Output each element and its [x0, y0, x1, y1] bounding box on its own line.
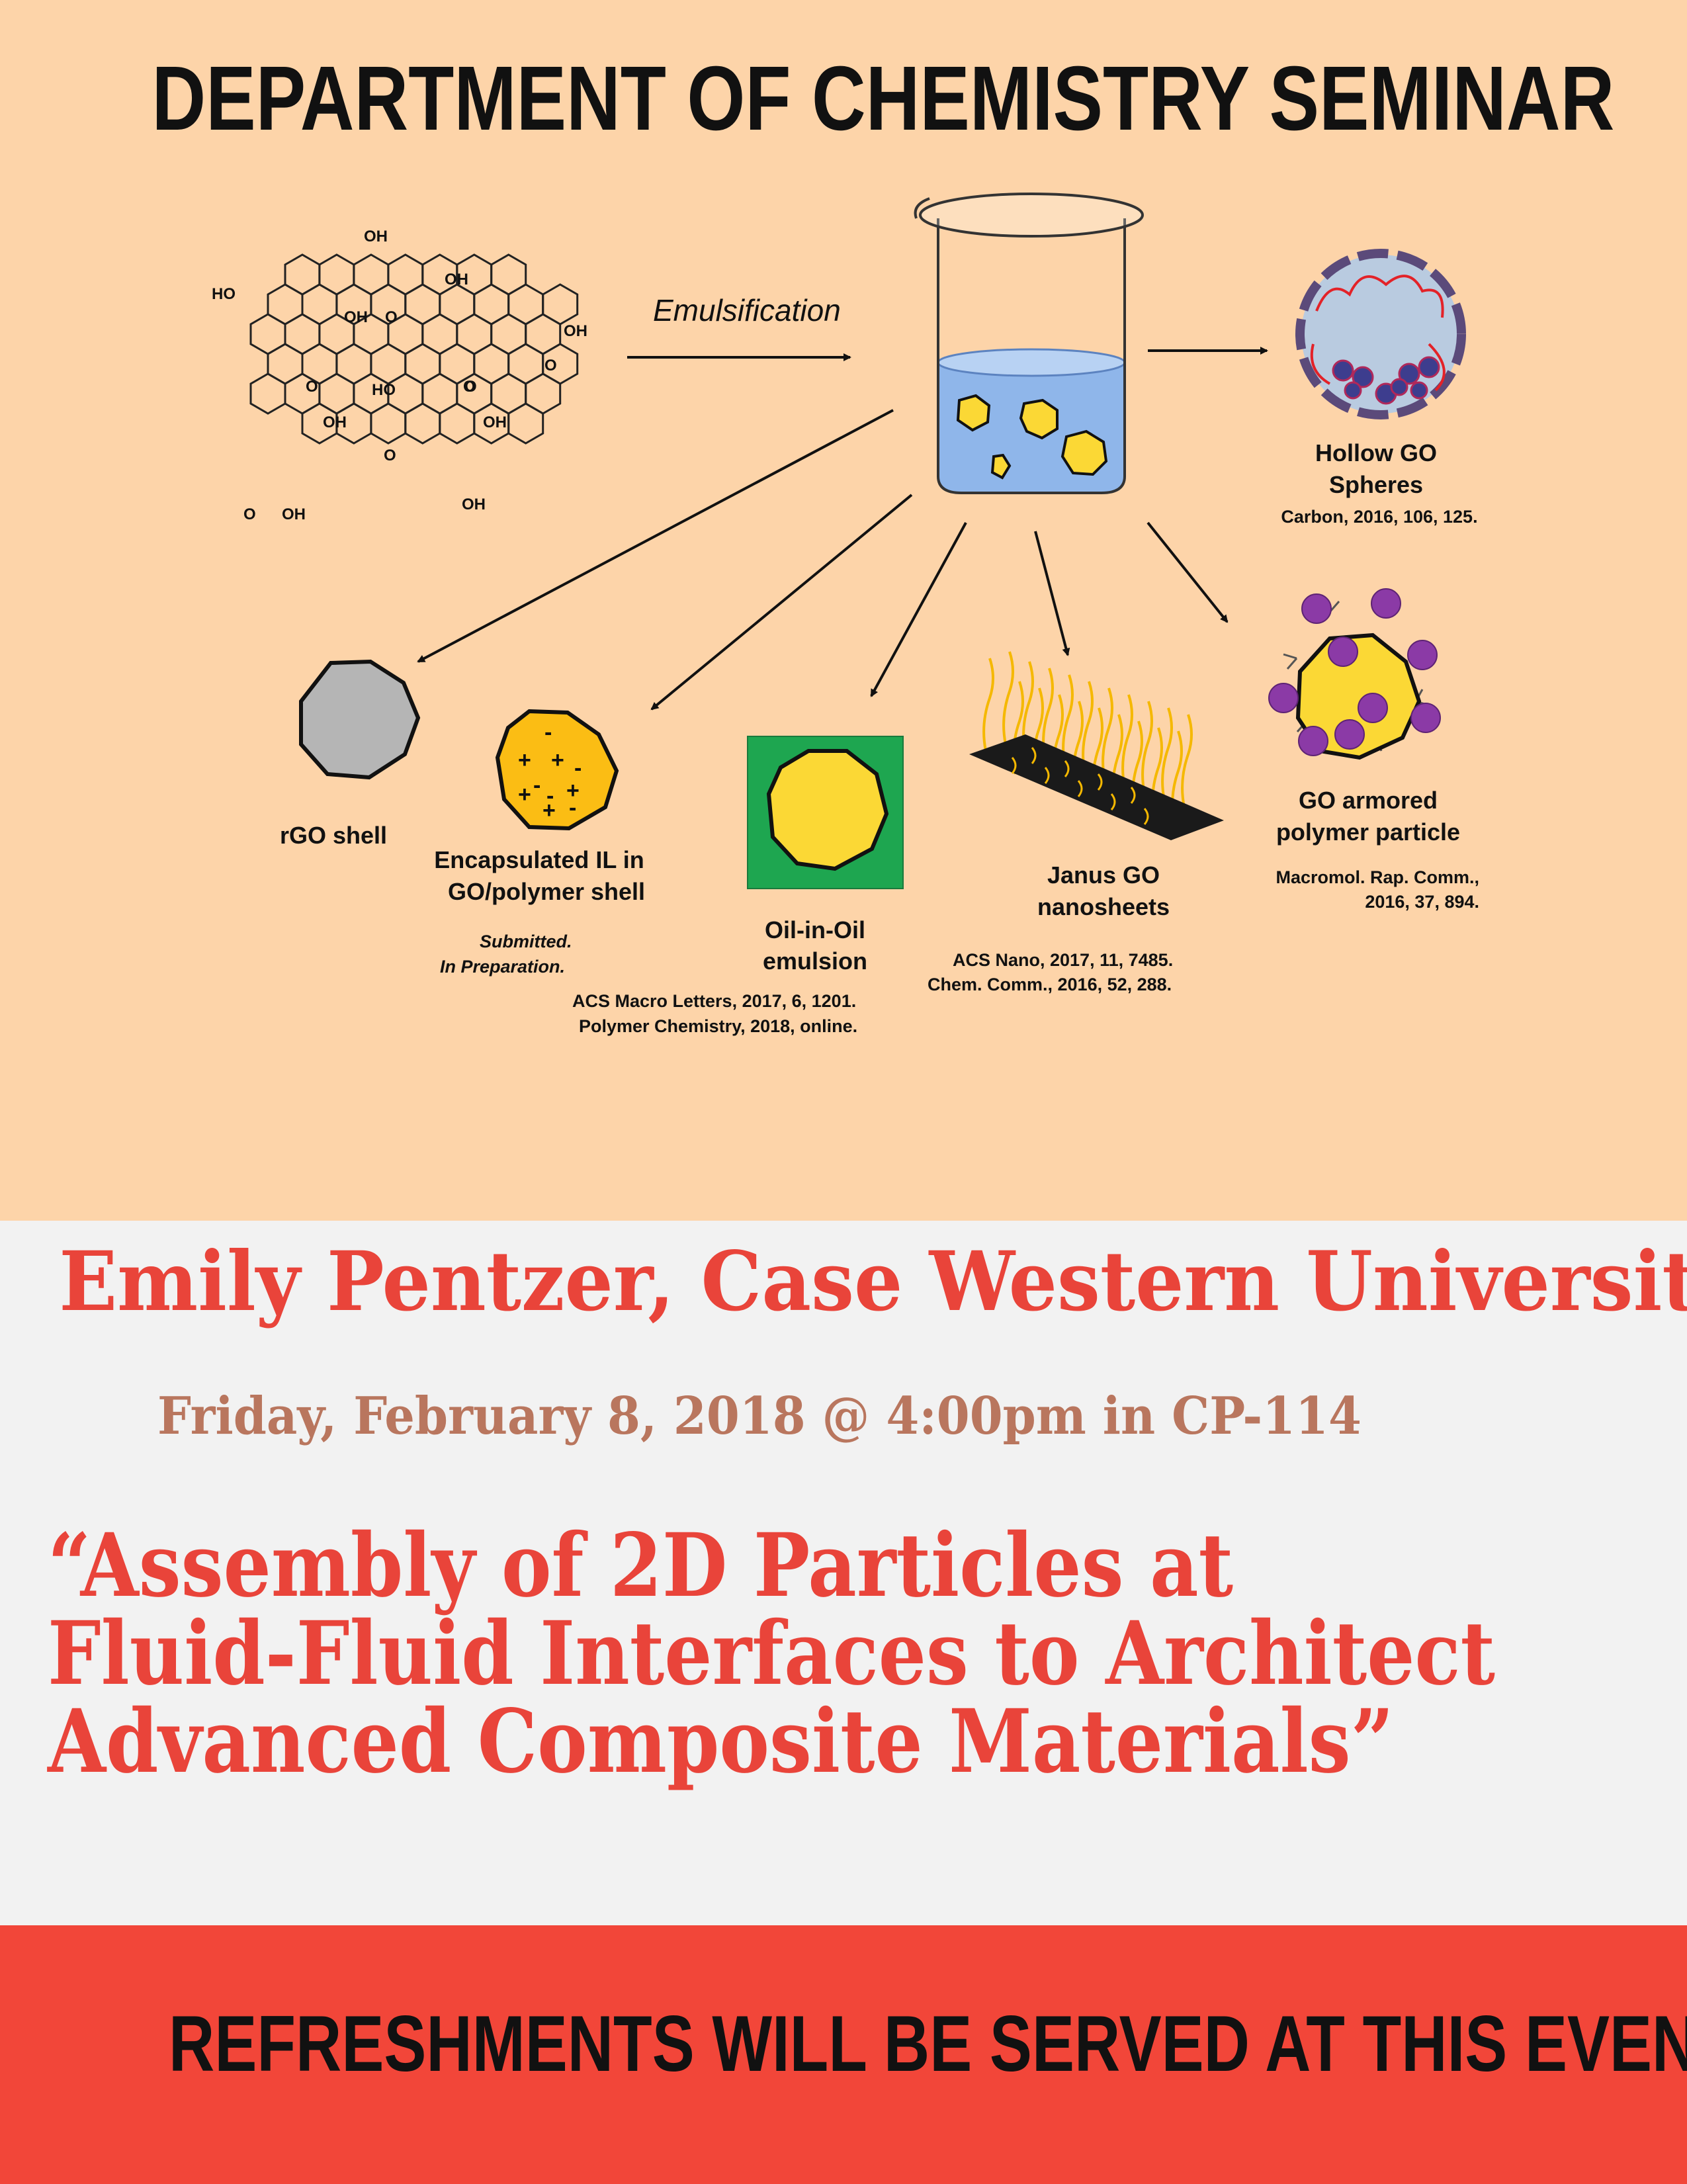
janus-go-reference: ACS Nano, 2017, 11, 7485. Chem. Comm., 2… [928, 950, 1173, 994]
group-label: O [464, 378, 477, 396]
arrow-to-armored-particle [1146, 521, 1229, 623]
footer-panel [0, 1925, 1687, 2184]
product-label-line: Spheres [1329, 471, 1423, 498]
group-label: OH [344, 308, 368, 326]
molecule-group-labels: OH HO OH OH O OH O O O HO O OH OH O OH O… [212, 228, 587, 523]
encapsulated-il-label: Encapsulated IL in GO/polymer shell [434, 846, 645, 905]
product-label-line: nanosheets [1037, 893, 1170, 920]
reference-line: ACS Nano, 2017, 11, 7485. [953, 950, 1173, 970]
oil-in-oil-reference: ACS Macro Letters, 2017, 6, 1201. Polyme… [572, 991, 857, 1036]
rgo-shell-icon [299, 659, 421, 780]
ion-sign: - [546, 783, 554, 808]
group-label: OH [445, 271, 468, 288]
encapsulated-il-reference: Submitted. In Preparation. [440, 932, 572, 977]
group-label: O [243, 505, 256, 523]
ion-sign: + [518, 748, 531, 773]
arrow-to-janus-go [1034, 531, 1070, 656]
go-armored-label: GO armored polymer particle [1276, 787, 1460, 846]
janus-go-label: Janus GO nanosheets [1037, 861, 1170, 920]
group-label: OH [323, 414, 347, 431]
group-label: OH [364, 228, 388, 245]
group-label: O [463, 378, 476, 396]
hollow-go-sphere-icon [1295, 249, 1466, 419]
product-label-line: GO armored [1299, 787, 1438, 814]
arrow-to-oil-in-oil [870, 522, 967, 697]
top-panel [0, 0, 1687, 1221]
ion-sign: - [574, 756, 582, 781]
refreshments-notice: REFRESHMENTS WILL BE SERVED AT THIS EVEN… [169, 1999, 1687, 2088]
ion-sign: - [569, 795, 576, 820]
product-label-line: emulsion [763, 947, 867, 975]
ion-sign: + [551, 748, 564, 773]
hexagon-ring [439, 402, 476, 445]
hollow-go-reference: Carbon, 2016, 106, 125. [1281, 507, 1477, 527]
hexagon-ring [370, 402, 407, 445]
group-label: O [384, 447, 396, 464]
event-date-location: Friday, February 8, 2018 @ 4:00pm in CP-… [157, 1386, 1362, 1446]
speaker-name: Emily Pentzer, Case Western University [59, 1234, 1687, 1330]
ion-sign: + [518, 782, 531, 807]
beaker-icon [914, 193, 1144, 494]
arrow-to-encapsulated-il [650, 494, 913, 711]
talk-title-line: Fluid-Fluid Interfaces to Architect [48, 1602, 1495, 1705]
talk-title-line: “Assembly of 2D Particles at [48, 1514, 1234, 1617]
reference-line: Macromol. Rap. Comm., [1276, 867, 1479, 887]
go-armored-particle-icon [1268, 588, 1441, 760]
janus-go-nanosheet-icon [969, 651, 1224, 840]
reference-line: ACS Macro Letters, 2017, 6, 1201. [572, 991, 856, 1011]
ion-sign: - [544, 720, 552, 745]
graphene-oxide-structure [249, 253, 579, 445]
oil-in-oil-icon [747, 736, 904, 889]
ion-sign: - [533, 773, 541, 798]
reference-line: 2016, 37, 894. [1365, 892, 1479, 912]
group-label: OH [282, 505, 306, 523]
reference-line: Chem. Comm., 2016, 52, 288. [928, 975, 1172, 994]
group-label: OH [564, 322, 587, 340]
product-arrows [417, 347, 1268, 711]
page-title: DEPARTMENT OF CHEMISTRY SEMINAR [151, 48, 1615, 150]
hexagon-ring [404, 402, 441, 445]
group-label: HO [212, 285, 236, 303]
group-label: HO [372, 381, 396, 399]
emulsification-diagram: OH HO OH OH O OH O O O HO O OH OH O OH O… [212, 193, 1479, 1036]
group-label: OH [483, 414, 507, 431]
group-label: O [306, 378, 318, 396]
hexagon-ring [249, 372, 286, 415]
encapsulated-il-icon: - + + - + - - + + - [495, 709, 619, 831]
oil-in-oil-label: Oil-in-Oil emulsion [763, 916, 867, 975]
group-label: O [385, 308, 398, 326]
ion-sign: + [566, 778, 580, 803]
emulsification-label: Emulsification [653, 293, 841, 328]
product-label-line: Janus GO [1047, 861, 1160, 889]
product-label-line: Oil-in-Oil [765, 916, 865, 943]
middle-panel [0, 1221, 1687, 1925]
arrow-to-rgo-shell [417, 409, 894, 663]
product-label-line: Encapsulated IL in [434, 846, 644, 873]
reference-line: Polymer Chemistry, 2018, online. [579, 1016, 857, 1036]
reference-line: In Preparation. [440, 957, 565, 977]
ion-sign: + [542, 798, 556, 823]
group-label: OH [462, 496, 486, 513]
talk-title: “Assembly of 2D Particles at Fluid-Fluid… [48, 1522, 1495, 1786]
group-label: O [544, 357, 557, 374]
rgo-shell-label: rGO shell [280, 822, 387, 849]
hexagon-ring [507, 402, 544, 445]
hollow-go-label: Hollow GO Spheres [1315, 439, 1437, 498]
product-label-line: polymer particle [1276, 818, 1460, 846]
reference-line: Submitted. [480, 932, 572, 951]
talk-title-line: Advanced Composite Materials” [48, 1690, 1394, 1793]
go-armored-reference: Macromol. Rap. Comm., 2016, 37, 894. [1276, 867, 1479, 912]
product-label-line: Hollow GO [1315, 439, 1437, 466]
product-label-line: GO/polymer shell [448, 878, 645, 905]
